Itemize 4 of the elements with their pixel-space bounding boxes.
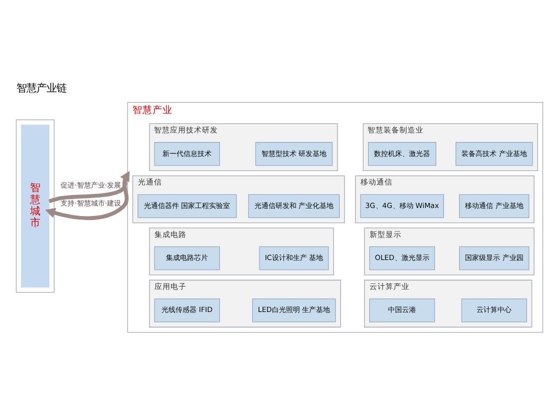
node-box: 智慧城市 <box>21 124 50 288</box>
arrow <box>48 170 130 203</box>
cluster <box>16 119 55 292</box>
diagram-title: 智慧产业链 <box>16 82 67 94</box>
